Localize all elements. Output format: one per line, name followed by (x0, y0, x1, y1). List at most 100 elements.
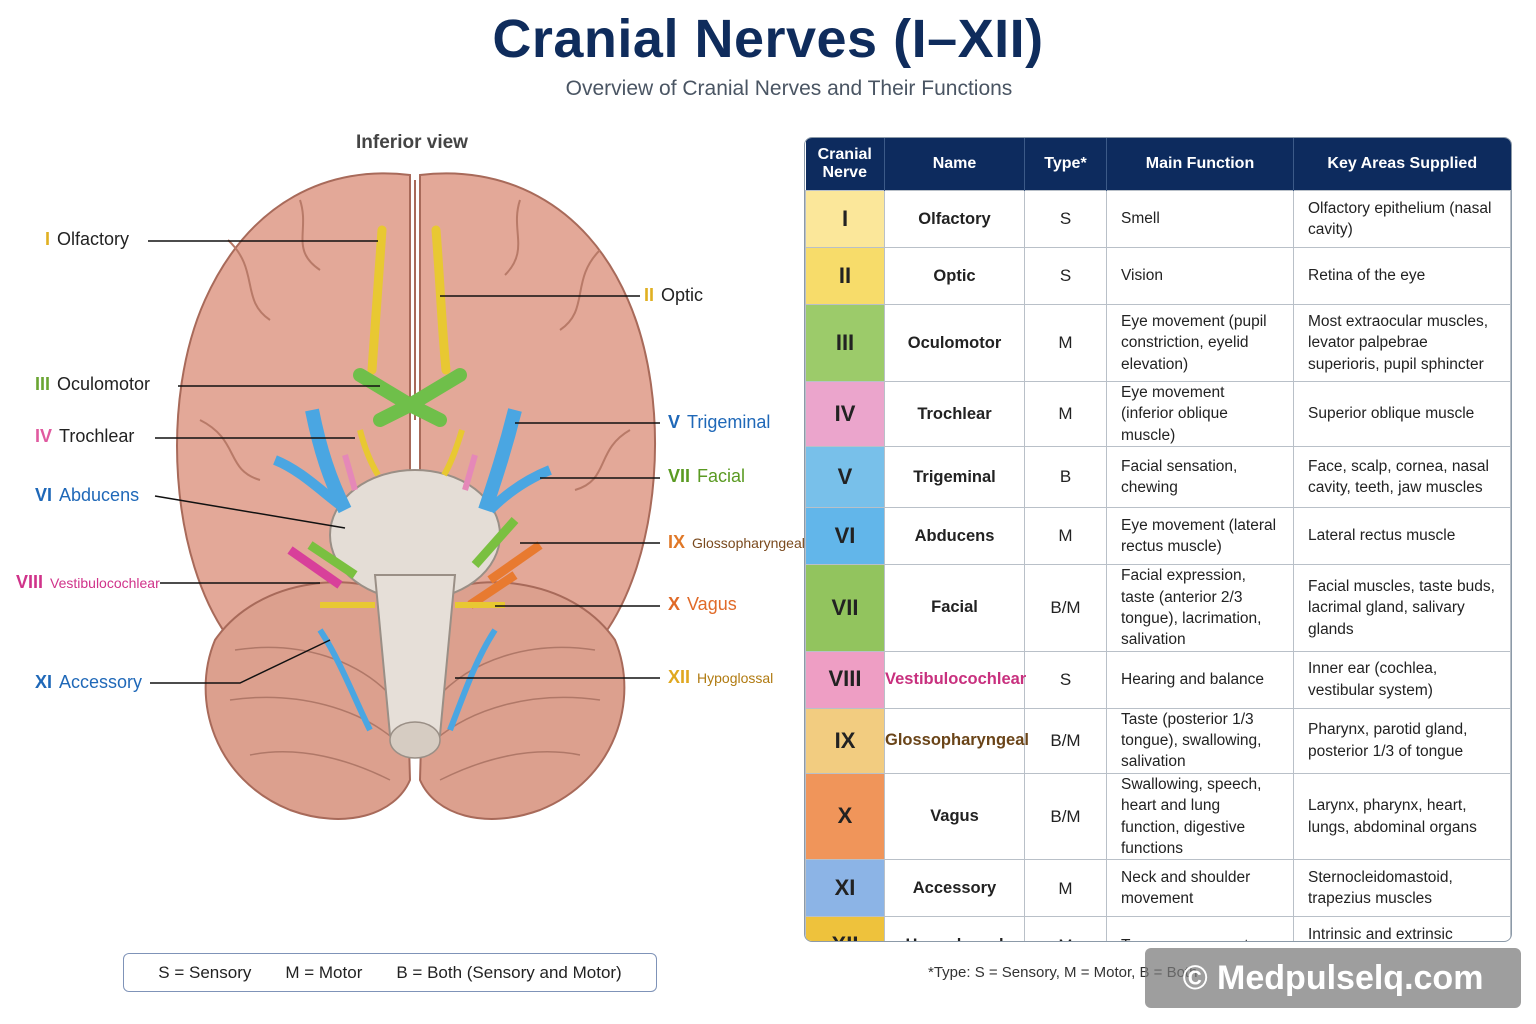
main-function-cell: Hearing and balance (1106, 650, 1294, 709)
leader-lines (148, 240, 660, 684)
nerve-type-cell: M (1024, 859, 1107, 918)
nerve-type-cell: M (1024, 916, 1107, 941)
nerve-number-cell: XI (805, 859, 885, 918)
label-vestibulocochlear-name: Vestibulocochlear (50, 575, 160, 591)
key-areas-cell: Pharynx, parotid gland, posterior 1/3 of… (1293, 707, 1511, 774)
view-label: Inferior view (356, 132, 468, 153)
label-accessory-num: XI (35, 672, 53, 692)
main-function-cell: Tongue movement (1106, 916, 1294, 941)
label-vagus-num: X (668, 594, 681, 614)
nerve-name-cell: Facial (884, 564, 1025, 652)
legend-motor: M = Motor (285, 962, 363, 982)
label-facial-name: Facial (697, 466, 746, 486)
nerve-number-cell: VII (805, 564, 885, 652)
nerve-name-cell: Olfactory (884, 190, 1025, 248)
brain-illustration (148, 172, 660, 820)
nerve-number-cell: X (805, 772, 885, 861)
nerve-type-cell: B (1024, 446, 1107, 509)
key-areas-cell: Facial muscles, taste buds, lacrimal gla… (1293, 564, 1511, 652)
nerve-number-cell: VI (805, 507, 885, 566)
watermark: © Medpulselq.com (1145, 948, 1521, 1008)
nerve-number-cell: XII (805, 916, 885, 941)
label-hypoglossal-num: XII (668, 667, 691, 687)
header-main-function: Main Function (1106, 138, 1294, 191)
main-function-cell: Neck and shoulder movement (1106, 859, 1294, 918)
key-areas-cell: Sternocleidomastoid, trapezius muscles (1293, 859, 1511, 918)
main-function-cell: Eye movement (pupil constriction, eyelid… (1106, 304, 1294, 382)
nerve-name-cell: Glossopharyngeal (884, 707, 1029, 774)
nerve-type-cell: S (1024, 650, 1107, 709)
nerve-type-cell: S (1024, 190, 1107, 248)
olfactory-tracts (367, 225, 451, 375)
key-areas-cell: Olfactory epithelium (nasal cavity) (1293, 190, 1511, 248)
nerve-type-cell: S (1024, 247, 1107, 305)
type-legend: S = Sensory M = Motor B = Both (Sensory … (123, 953, 657, 992)
label-accessory-name: Accessory (59, 672, 143, 692)
main-function-cell: Swallowing, speech, heart and lung funct… (1106, 772, 1294, 861)
nerve-number-cell: I (805, 190, 885, 248)
cranial-nerve-roots (273, 408, 552, 732)
nerve-name-cell: Hypoglossal (884, 916, 1025, 941)
label-olfactory-num: I (45, 229, 51, 249)
nerve-name-cell: Accessory (884, 859, 1025, 918)
nerve-type-cell: M (1024, 507, 1107, 566)
label-trigeminal-name: Trigeminal (687, 412, 771, 432)
nerve-name-cell: Trochlear (884, 380, 1025, 448)
key-areas-cell: Larynx, pharynx, heart, lungs, abdominal… (1293, 772, 1511, 861)
nerve-number-cell: IX (805, 707, 885, 774)
main-function-cell: Facial sensation, chewing (1106, 446, 1294, 509)
nerve-name-cell: Oculomotor (884, 304, 1025, 382)
main-function-cell: Taste (posterior 1/3 tongue), swallowing… (1106, 707, 1294, 774)
nerve-type-cell: B/M (1024, 772, 1107, 861)
nerve-number-cell: V (805, 446, 885, 509)
header-key-areas: Key Areas Supplied (1293, 138, 1511, 191)
key-areas-cell: Inner ear (cochlea, vestibular system) (1293, 650, 1511, 709)
key-areas-cell: Lateral rectus muscle (1293, 507, 1511, 566)
label-optic-num: II (644, 285, 655, 305)
label-trochlear: IV Trochlear (35, 426, 134, 447)
label-glossopharyngeal-name: Glossopharyngeal (692, 535, 805, 551)
nerve-type-cell: B/M (1024, 564, 1107, 652)
label-abducens-name: Abducens (59, 485, 140, 505)
main-function-cell: Smell (1106, 190, 1294, 248)
label-vestibulocochlear-num: VIII (16, 572, 44, 592)
nerve-name-cell: Vestibulocochlear (884, 650, 1026, 709)
header-name: Name (884, 138, 1025, 191)
optic-chiasm (353, 368, 467, 427)
header-type: Type* (1024, 138, 1107, 191)
label-glossopharyngeal-num: IX (668, 532, 686, 552)
label-trochlear-name: Trochlear (59, 426, 135, 446)
key-areas-cell: Retina of the eye (1293, 247, 1511, 305)
label-accessory: XI Accessory (35, 672, 142, 693)
page-subtitle: Overview of Cranial Nerves and Their Fun… (565, 77, 1013, 100)
table-header-row: Cranial Nerve Name Type* Main Function K… (805, 138, 1511, 191)
table-row: XIIHypoglossalMTongue movementIntrinsic … (805, 916, 1511, 941)
label-oculomotor-num: III (35, 374, 51, 394)
label-oculomotor-name: Oculomotor (57, 374, 151, 394)
nerve-number-cell: III (805, 304, 885, 382)
nerve-name-cell: Trigeminal (884, 446, 1025, 509)
label-optic-name: Optic (661, 285, 704, 305)
nerve-type-cell: M (1024, 304, 1107, 382)
key-areas-cell: Superior oblique muscle (1293, 380, 1511, 448)
label-abducens-num: VI (35, 485, 53, 505)
nerve-name-cell: Vagus (884, 772, 1025, 861)
brainstem (329, 469, 501, 759)
label-facial-num: VII (668, 466, 691, 486)
page-title: Cranial Nerves (I–XII) (492, 9, 1044, 69)
label-trochlear-num: IV (35, 426, 53, 446)
header-cranial-nerve: Cranial Nerve (805, 138, 885, 191)
cranial-nerve-table: Cranial Nerve Name Type* Main Function K… (804, 137, 1512, 942)
key-areas-cell: Most extraocular muscles, levator palpeb… (1293, 304, 1511, 382)
nerve-type-cell: M (1024, 380, 1107, 448)
